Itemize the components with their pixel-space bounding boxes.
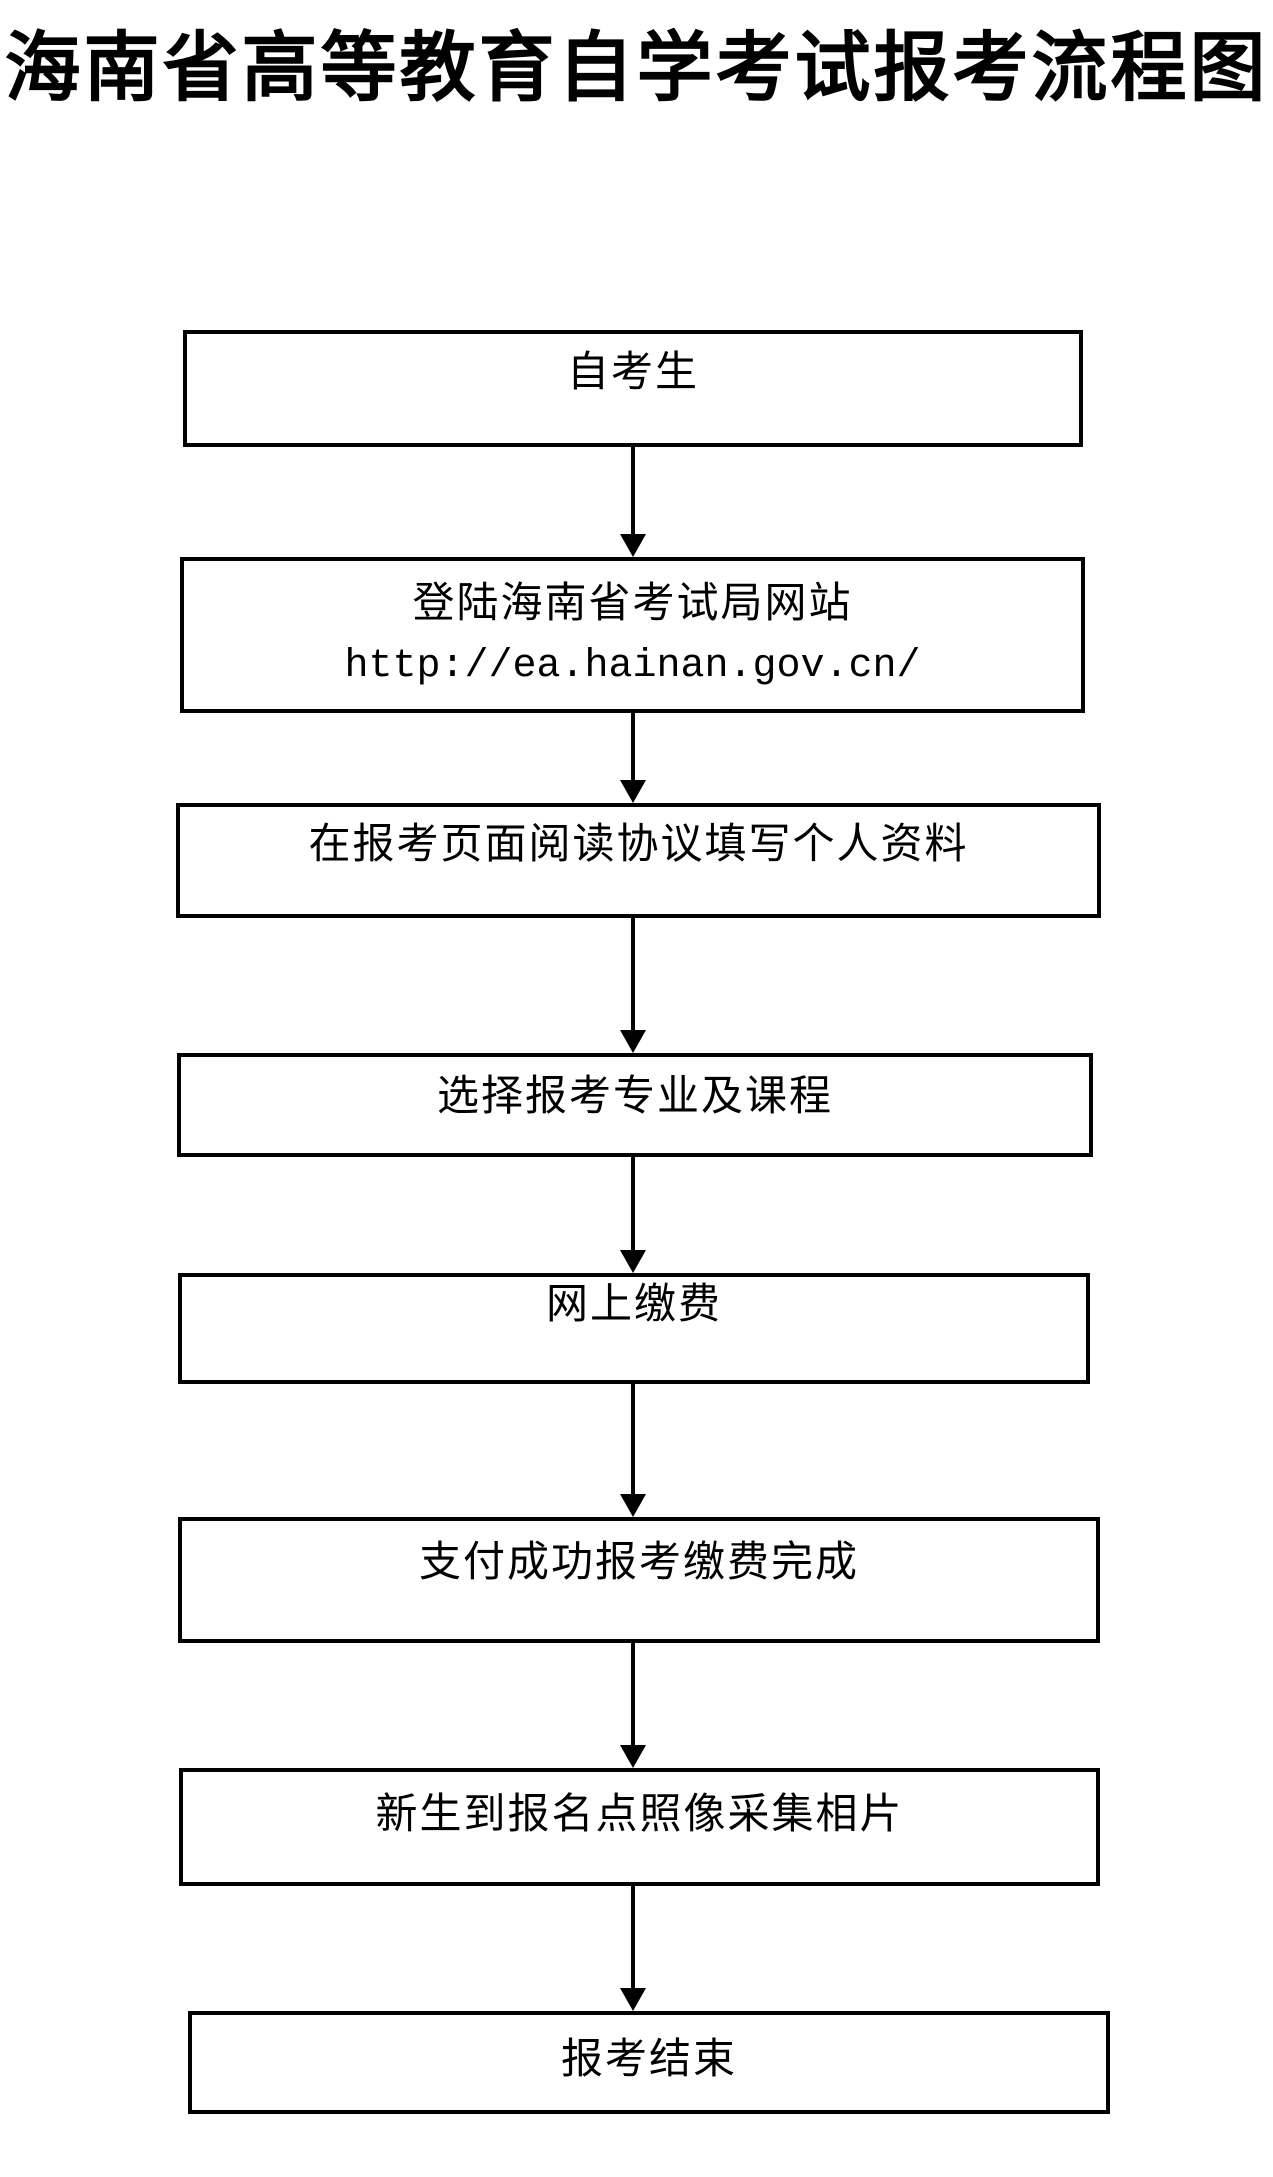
node-label: 自考生: [566, 350, 699, 397]
node-label: 报考结束: [560, 2037, 737, 2084]
flow-arrow-5: [620, 1384, 646, 1517]
arrow-stem: [631, 1886, 635, 1993]
page-title: 海南省高等教育自学考试报考流程图: [4, 27, 1269, 111]
arrow-head-icon: [620, 1745, 646, 1768]
node-label: 在报考页面阅读协议填写个人资料: [308, 822, 969, 869]
arrow-stem: [631, 1157, 635, 1255]
flow-node-photo-collection: 新生到报名点照像采集相片: [179, 1768, 1100, 1886]
node-label: 支付成功报考缴费完成: [418, 1539, 859, 1586]
arrow-stem: [631, 1384, 635, 1499]
arrow-stem: [631, 713, 635, 785]
arrow-stem: [631, 447, 635, 539]
arrow-head-icon: [620, 1494, 646, 1517]
flow-arrow-7: [620, 1886, 646, 2011]
flow-arrow-1: [620, 447, 646, 557]
arrow-head-icon: [620, 1988, 646, 2011]
arrow-stem: [631, 918, 635, 1035]
flow-node-online-payment: 网上缴费: [178, 1273, 1090, 1384]
node-label: 登陆海南省考试局网站: [412, 580, 853, 627]
arrow-head-icon: [620, 1250, 646, 1273]
arrow-stem: [631, 1643, 635, 1750]
flow-node-registration-end: 报考结束: [188, 2011, 1110, 2114]
arrow-head-icon: [620, 1030, 646, 1053]
flow-node-login-website: 登陆海南省考试局网站 http://ea.hainan.gov.cn/: [180, 557, 1085, 713]
flow-arrow-3: [620, 918, 646, 1053]
flow-arrow-2: [620, 713, 646, 803]
node-website-url: http://ea.hainan.gov.cn/: [344, 644, 921, 690]
flow-node-select-courses: 选择报考专业及课程: [177, 1053, 1093, 1157]
node-label: 新生到报名点照像采集相片: [375, 1791, 904, 1838]
flow-arrow-6: [620, 1643, 646, 1768]
node-label: 网上缴费: [545, 1282, 722, 1329]
flow-arrow-4: [620, 1157, 646, 1273]
flow-node-payment-complete: 支付成功报考缴费完成: [178, 1517, 1100, 1643]
node-label: 选择报考专业及课程: [436, 1073, 833, 1120]
arrow-head-icon: [620, 534, 646, 557]
arrow-head-icon: [620, 780, 646, 803]
flow-node-applicant: 自考生: [183, 330, 1083, 447]
flow-node-read-agreement: 在报考页面阅读协议填写个人资料: [176, 803, 1101, 918]
